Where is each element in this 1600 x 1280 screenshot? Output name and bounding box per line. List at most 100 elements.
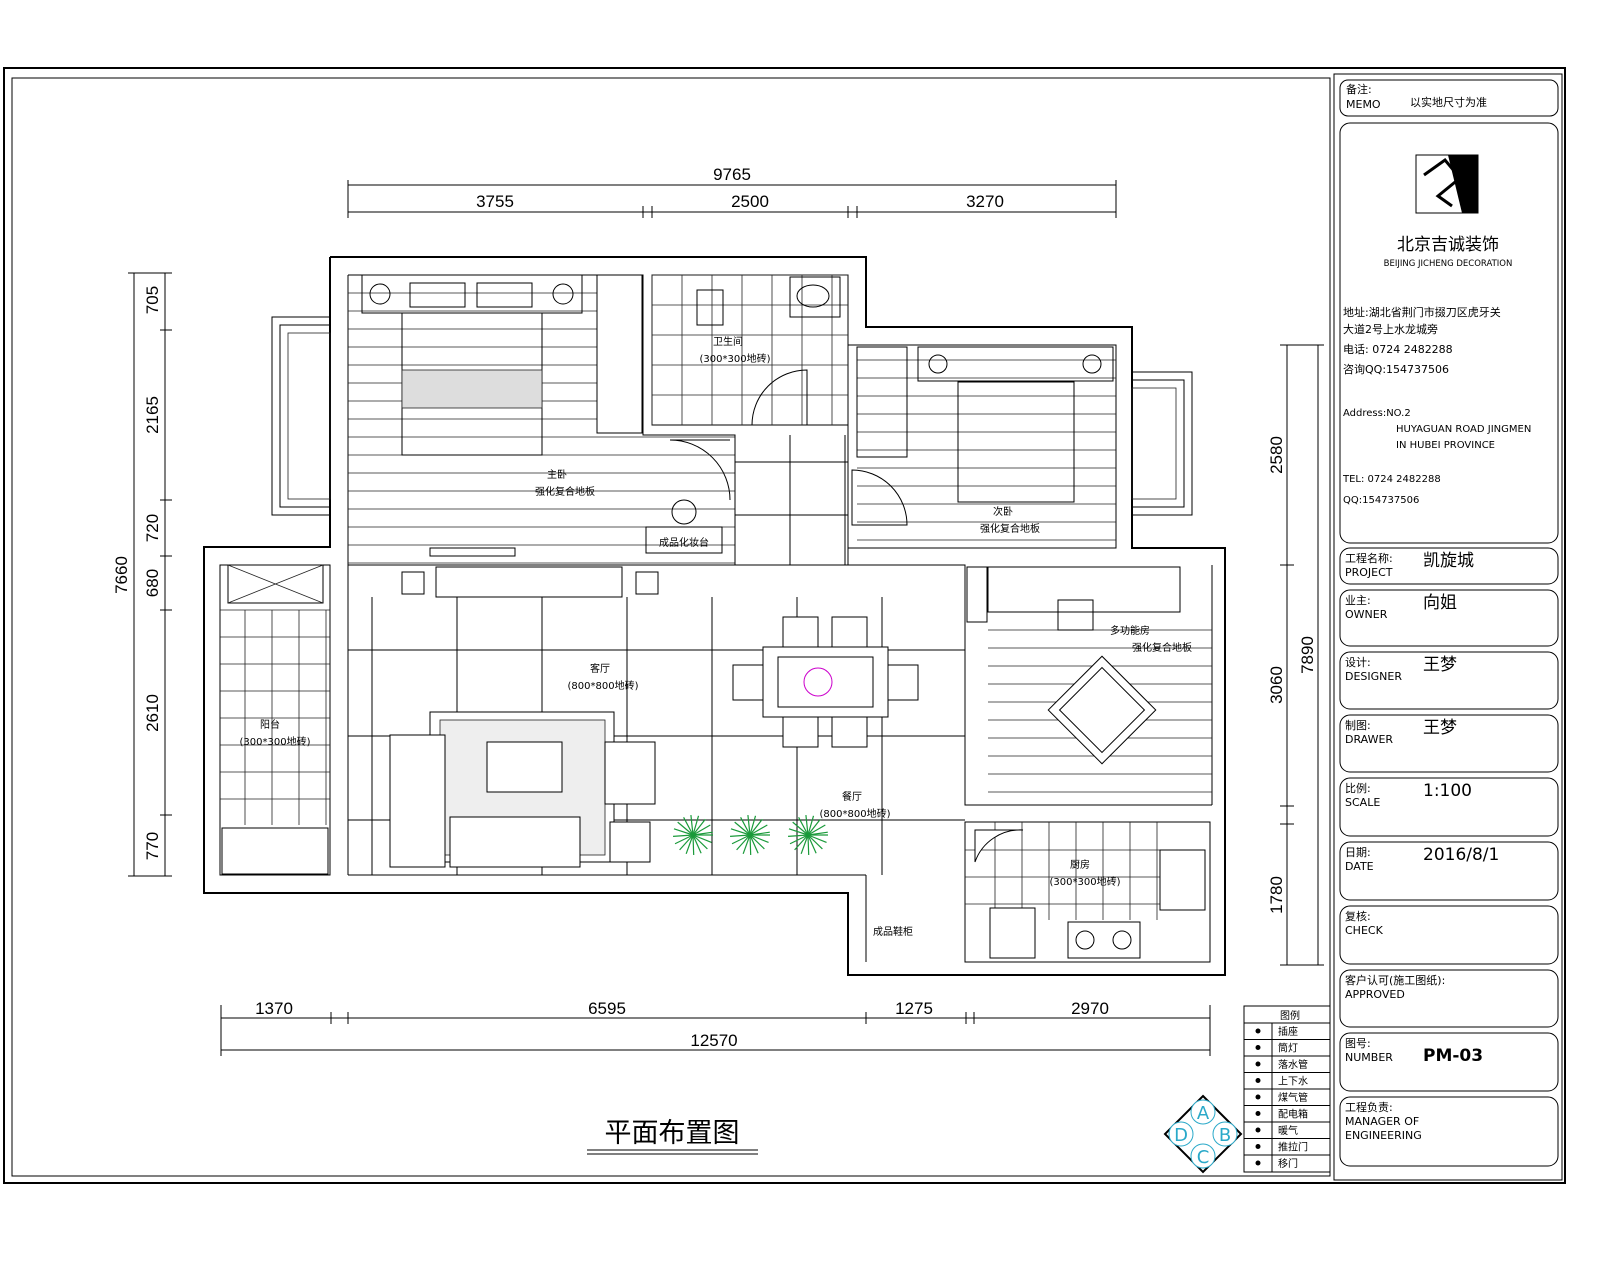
plants [673, 815, 828, 856]
title-block: 备注: MEMO 以实地尺寸为准 北京吉诚装饰 BEIJING JICHENG … [1339, 79, 1559, 544]
plant-leaf [807, 834, 817, 854]
legend-symbol-icon [1255, 1061, 1261, 1067]
memo-value: 以实地尺寸为准 [1410, 95, 1487, 109]
legend-item: 移门 [1278, 1157, 1298, 1170]
legend-header: 图例 [1280, 1009, 1300, 1022]
drawing-title: 平面布置图 [605, 1118, 740, 1149]
dim-left-5: 2610 [143, 694, 162, 732]
dim-bottom-2: 6595 [588, 999, 626, 1018]
plant-leaf [749, 834, 765, 850]
field-label-en: MANAGER OF [1345, 1115, 1419, 1128]
field-label-cn: 工程名称: [1345, 551, 1393, 565]
living-room-name: 客厅 [590, 662, 610, 675]
tv-cabinet [435, 566, 623, 598]
dim-top-2: 2500 [731, 192, 769, 211]
field-label-en: NUMBER [1345, 1051, 1393, 1064]
plant-leaf [807, 815, 815, 836]
sheet-border [3, 67, 1566, 1184]
plant-leaf [749, 824, 768, 836]
balcony-floor: (300*300地砖) [240, 735, 311, 748]
memo-label-en: MEMO [1346, 98, 1381, 111]
legend-item: 配电箱 [1278, 1108, 1308, 1121]
plant-leaf [749, 834, 769, 844]
field-label-en: PROJECT [1345, 566, 1393, 579]
fridge [989, 907, 1036, 959]
sofa-set [389, 711, 656, 868]
dim-bottom-4: 2970 [1071, 999, 1109, 1018]
plant-leaf [730, 828, 751, 836]
plant-leaf [692, 834, 702, 854]
field-box [1339, 969, 1559, 1028]
dresser-label: 成品化妆台 [659, 536, 709, 549]
master-door [669, 439, 731, 501]
kitchen-door [974, 829, 1024, 863]
plant-leaf [807, 834, 810, 856]
plant-leaf [692, 824, 711, 836]
field-label-en-2: ENGINEERING [1345, 1129, 1422, 1142]
dim-top-3: 3270 [966, 192, 1004, 211]
plant-leaf [734, 821, 751, 836]
bathroom-floor: (300*300地砖) [700, 352, 771, 365]
gas-stove [1067, 921, 1141, 959]
kitchen-tiles [965, 822, 1160, 920]
plant-leaf [789, 834, 809, 845]
field-label-en: OWNER [1345, 608, 1388, 621]
dresser: 成品化妆台 [645, 499, 723, 554]
walls [203, 256, 1226, 976]
field-box [1339, 777, 1559, 837]
shoe-cabinet-label: 成品鞋柜 [873, 925, 913, 938]
field-value: 王梦 [1423, 718, 1457, 738]
plant-leaf [742, 834, 751, 854]
washing-machine [221, 827, 329, 875]
square-table [1047, 655, 1157, 765]
living-room-floor: (800*800地砖) [568, 679, 639, 692]
compass-d: D [1174, 1125, 1188, 1146]
plant-leaf [749, 834, 752, 856]
legend-item: 上下水 [1278, 1076, 1308, 1088]
field-label-en: CHECK [1345, 924, 1384, 937]
plant-leaf [673, 834, 694, 837]
legend-symbol-icon [1255, 1111, 1261, 1116]
plant-leaf [692, 818, 706, 836]
desk [987, 566, 1181, 613]
field-label-en: DESIGNER [1345, 670, 1402, 683]
dimension-top: 9765 3755 2500 3270 [347, 165, 1117, 218]
plant-leaf [740, 817, 751, 836]
balcony-tiles [220, 609, 330, 825]
field-box [1339, 841, 1559, 901]
legend-symbol-icon [1255, 1094, 1261, 1100]
plant-leaf [683, 817, 694, 836]
dimension-left: 7660 705 2165 720 680 2610 770 [112, 272, 172, 877]
tv-cabinet-master [429, 547, 516, 557]
field-value: 2016/8/1 [1423, 845, 1499, 865]
dim-left-2: 2165 [143, 396, 162, 434]
dim-right-3: 1780 [1267, 876, 1286, 914]
plant-leaf [692, 831, 713, 836]
qq-en: QQ:154737506 [1343, 495, 1419, 506]
legend-item: 筒灯 [1278, 1042, 1298, 1055]
tel-en: TEL: 0724 2482288 [1342, 474, 1441, 485]
dim-left-3: 720 [143, 514, 162, 542]
dim-top-total: 9765 [713, 165, 751, 184]
plant-leaf [807, 824, 826, 836]
dim-right-1: 2580 [1267, 436, 1286, 474]
address-en-3: IN HUBEI PROVINCE [1396, 440, 1495, 451]
dim-right-2: 3060 [1267, 666, 1286, 704]
legend-item: 插座 [1278, 1025, 1298, 1038]
dim-left-6: 770 [143, 832, 162, 860]
legend-symbol-icon [1255, 1045, 1261, 1050]
field-label-cn: 客户认可(施工图纸): [1345, 973, 1445, 987]
dining-table [732, 616, 919, 748]
second-bed [917, 346, 1114, 503]
basin-bowl [796, 284, 830, 308]
title-block-frame [1333, 73, 1563, 1181]
multi-room-floor: 强化复合地板 [1132, 641, 1192, 654]
company-name-en: BEIJING JICHENG DECORATION [1384, 259, 1513, 269]
legend-item: 煤气管 [1278, 1091, 1308, 1104]
dim-left-total: 7660 [112, 556, 131, 594]
legend-item: 推拉门 [1278, 1141, 1308, 1154]
legend-symbol-icon [1255, 1144, 1261, 1149]
legend-item: 落水管 [1278, 1058, 1308, 1071]
field-label-en: APPROVED [1345, 988, 1405, 1001]
plant-leaf [792, 821, 809, 836]
